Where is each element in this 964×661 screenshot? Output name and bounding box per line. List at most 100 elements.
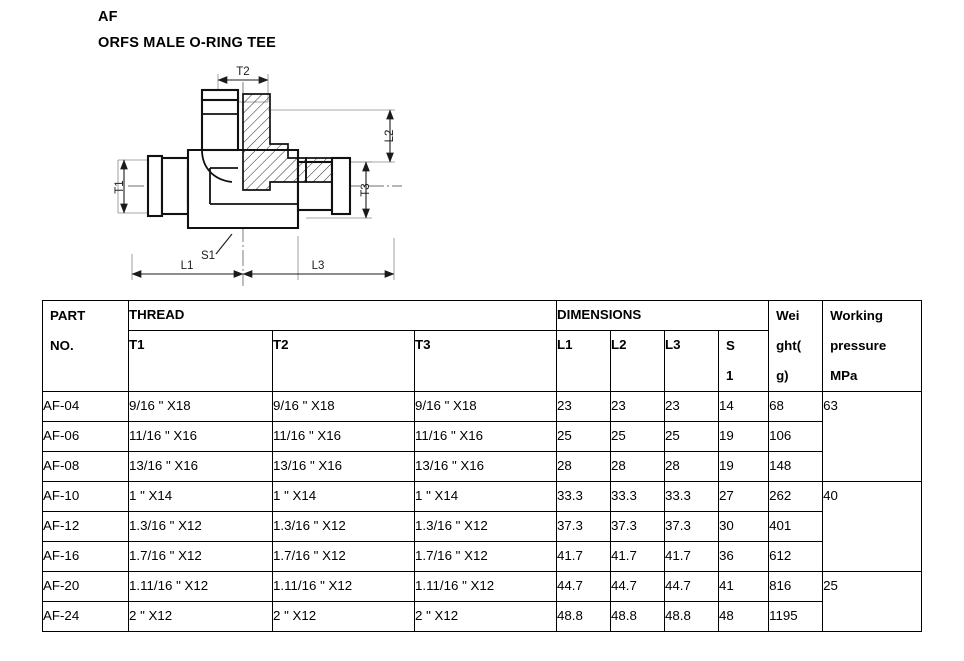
cell-t1: 1.7/16 " X12 (128, 541, 273, 572)
label-s1: S1 (201, 250, 215, 262)
title-block: AF ORFS MALE O-RING TEE (98, 4, 618, 56)
header-l2: L2 (610, 330, 666, 392)
cell-l3: 37.3 (664, 511, 720, 542)
header-t3: T3 (413, 330, 558, 392)
cell-weight: 816 (768, 571, 824, 602)
header-working-pressure: Working pressure MPa (822, 300, 923, 392)
cell-l2: 41.7 (610, 541, 666, 572)
cell-l3: 44.7 (664, 571, 720, 602)
cell-t2: 1.3/16 " X12 (272, 511, 415, 542)
cell-part: AF-08 (42, 451, 129, 482)
cell-t1: 1.3/16 " X12 (128, 511, 273, 542)
cell-t3: 13/16 " X16 (413, 451, 558, 482)
cell-weight: 401 (768, 511, 824, 542)
cell-l3: 41.7 (664, 541, 720, 572)
cell-t3: 2 " X12 (413, 601, 558, 632)
cell-weight: 148 (768, 451, 824, 482)
header-t2: T2 (272, 330, 415, 392)
drawing-geometry: T2 L2 T3 T1 L1 L3 S1 (114, 66, 402, 286)
header-t1: T1 (128, 330, 273, 392)
cell-part: AF-20 (42, 571, 129, 602)
cell-t2: 1 " X14 (272, 481, 415, 512)
cell-l2: 37.3 (610, 511, 666, 542)
header-weight-line3: g) (776, 368, 789, 383)
cell-l2: 25 (610, 421, 666, 452)
cell-s1: 14 (718, 391, 770, 422)
cell-s1: 27 (718, 481, 770, 512)
label-l2: L2 (384, 130, 396, 143)
cell-l2: 23 (610, 391, 666, 422)
cell-s1: 36 (718, 541, 770, 572)
cell-l1: 25 (556, 421, 612, 452)
dimension-lines (120, 76, 395, 278)
header-thread-group: THREAD (127, 300, 558, 331)
cell-s1: 48 (718, 601, 770, 632)
header-part-no-line2: NO. (50, 338, 74, 353)
cell-l3: 23 (664, 391, 720, 422)
header-s1-line2: 1 (726, 368, 734, 383)
cell-t2: 11/16 " X16 (272, 421, 415, 452)
cell-part: AF-04 (42, 391, 129, 422)
label-l1: L1 (181, 260, 194, 272)
label-t1: T1 (114, 180, 126, 193)
specification-table-container: PART NO. THREAD DIMENSIONS Wei ght( g) W… (42, 300, 923, 632)
cell-t2: 1.11/16 " X12 (272, 571, 415, 602)
cell-t1: 1 " X14 (128, 481, 273, 512)
cell-l1: 41.7 (556, 541, 612, 572)
cell-t2: 1.7/16 " X12 (272, 541, 415, 572)
header-weight-line1: Wei (776, 308, 800, 323)
dimension-labels: T2 L2 T3 T1 L1 L3 S1 (114, 66, 396, 272)
specification-table: PART NO. THREAD DIMENSIONS Wei ght( g) W… (42, 300, 923, 632)
cell-t3: 1 " X14 (413, 481, 558, 512)
internal-bore (187, 98, 298, 205)
cell-working-pressure: 25 (822, 571, 923, 632)
cell-l2: 33.3 (610, 481, 666, 512)
cell-t3: 11/16 " X16 (413, 421, 558, 452)
cell-l2: 28 (610, 451, 666, 482)
cell-s1: 30 (718, 511, 770, 542)
label-l3: L3 (312, 260, 325, 272)
cell-part: AF-24 (42, 601, 129, 632)
header-part-no: PART NO. (42, 300, 129, 392)
cell-s1: 19 (718, 451, 770, 482)
cell-weight: 68 (768, 391, 824, 422)
cell-l2: 48.8 (610, 601, 666, 632)
cell-l1: 23 (556, 391, 612, 422)
cell-working-pressure: 63 (822, 391, 923, 482)
header-s1-line1: S (726, 338, 735, 353)
cell-l3: 48.8 (664, 601, 720, 632)
cell-l3: 33.3 (664, 481, 720, 512)
header-row-groups: PART NO. THREAD DIMENSIONS Wei ght( g) W… (42, 300, 923, 392)
cell-s1: 19 (718, 421, 770, 452)
cell-weight: 612 (768, 541, 824, 572)
cell-l2: 44.7 (610, 571, 666, 602)
cell-t3: 1.3/16 " X12 (413, 511, 558, 542)
label-t2: T2 (236, 66, 249, 78)
series-code: AF (98, 9, 118, 25)
cell-working-pressure: 40 (822, 481, 923, 572)
header-working-pressure-line3: MPa (830, 368, 858, 383)
cell-part: AF-16 (42, 541, 129, 572)
header-working-pressure-line2: pressure (830, 338, 887, 353)
cell-t3: 9/16 " X18 (413, 391, 558, 422)
cell-t3: 1.11/16 " X12 (413, 571, 558, 602)
cell-t1: 2 " X12 (128, 601, 273, 632)
header-dimensions-group: DIMENSIONS (556, 300, 770, 331)
header-part-no-line1: PART (50, 308, 86, 323)
cell-weight: 262 (768, 481, 824, 512)
header-weight-line2: ght( (776, 338, 802, 353)
cell-weight: 1195 (768, 601, 824, 632)
cell-t2: 2 " X12 (272, 601, 415, 632)
cell-t1: 1.11/16 " X12 (128, 571, 273, 602)
header-weight: Wei ght( g) (768, 300, 824, 392)
cell-t2: 13/16 " X16 (272, 451, 415, 482)
header-l3: L3 (664, 330, 720, 392)
